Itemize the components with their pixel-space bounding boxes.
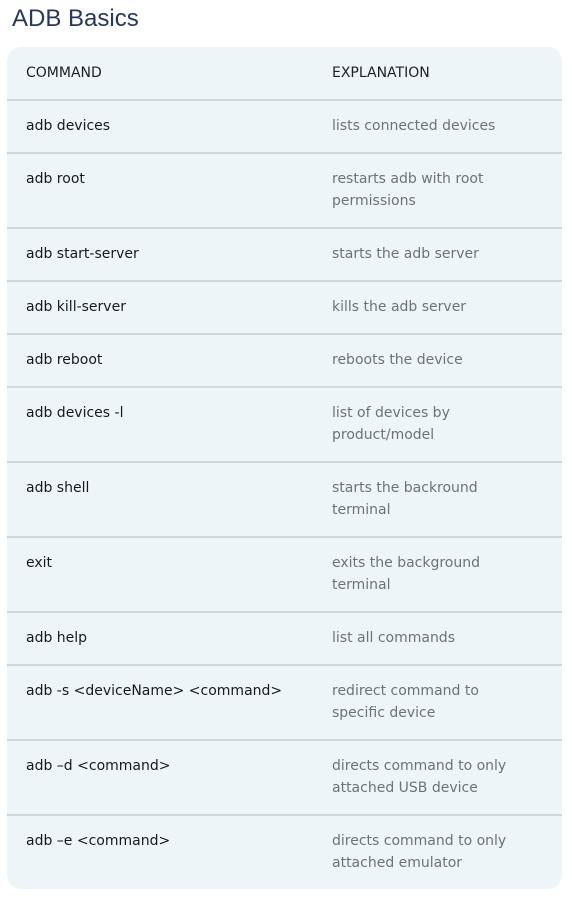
command-cell: adb reboot [26, 352, 103, 368]
explanation-cell: restarts adb with root permissions [332, 171, 484, 209]
command-cell: adb devices -l [26, 405, 124, 421]
explanation-cell: reboots the device [332, 352, 463, 368]
explanation-cell: lists connected devices [332, 118, 496, 134]
table-row: exit exits the background terminal [7, 536, 562, 611]
explanation-cell: starts the adb server [332, 246, 479, 262]
explanation-cell: directs command to only attached USB dev… [332, 758, 507, 796]
table-header-row: COMMAND EXPLANATION [7, 47, 562, 99]
command-cell: exit [26, 555, 53, 571]
table-row: adb shell starts the backround terminal [7, 461, 562, 536]
command-cell: adb help [26, 630, 88, 646]
table-row: adb devices -l list of devices by produc… [7, 386, 562, 461]
explanation-cell: list all commands [332, 630, 455, 646]
column-header-command: COMMAND [26, 65, 102, 81]
command-cell: adb -s <deviceName> <command> [26, 683, 283, 699]
page-title: ADB Basics [12, 5, 139, 32]
table-row: adb root restarts adb with root permissi… [7, 152, 562, 227]
table-row: adb -s <deviceName> <command> redirect c… [7, 664, 562, 739]
command-cell: adb root [26, 171, 85, 187]
command-cell: adb devices [26, 118, 111, 134]
adb-commands-table: COMMAND EXPLANATION adb devices lists co… [7, 47, 562, 889]
table-row: adb reboot reboots the device [7, 333, 562, 386]
table-row: adb devices lists connected devices [7, 99, 562, 152]
explanation-cell: directs command to only attached emulato… [332, 833, 507, 871]
command-cell: adb shell [26, 480, 90, 496]
table-row: adb kill-server kills the adb server [7, 280, 562, 333]
table-row: adb start-server starts the adb server [7, 227, 562, 280]
command-cell: adb kill-server [26, 299, 126, 315]
table-row: adb –e <command> directs command to only… [7, 814, 562, 889]
explanation-cell: kills the adb server [332, 299, 467, 315]
explanation-cell: list of devices by product/model [332, 405, 450, 443]
table-row: adb –d <command> directs command to only… [7, 739, 562, 814]
command-cell: adb start-server [26, 246, 139, 262]
command-cell: adb –e <command> [26, 833, 171, 849]
explanation-cell: starts the backround terminal [332, 480, 478, 518]
explanation-cell: exits the background terminal [332, 555, 481, 593]
command-cell: adb –d <command> [26, 758, 171, 774]
column-header-explanation: EXPLANATION [332, 65, 430, 81]
explanation-cell: redirect command to specific device [332, 683, 479, 721]
table-row: adb help list all commands [7, 611, 562, 664]
